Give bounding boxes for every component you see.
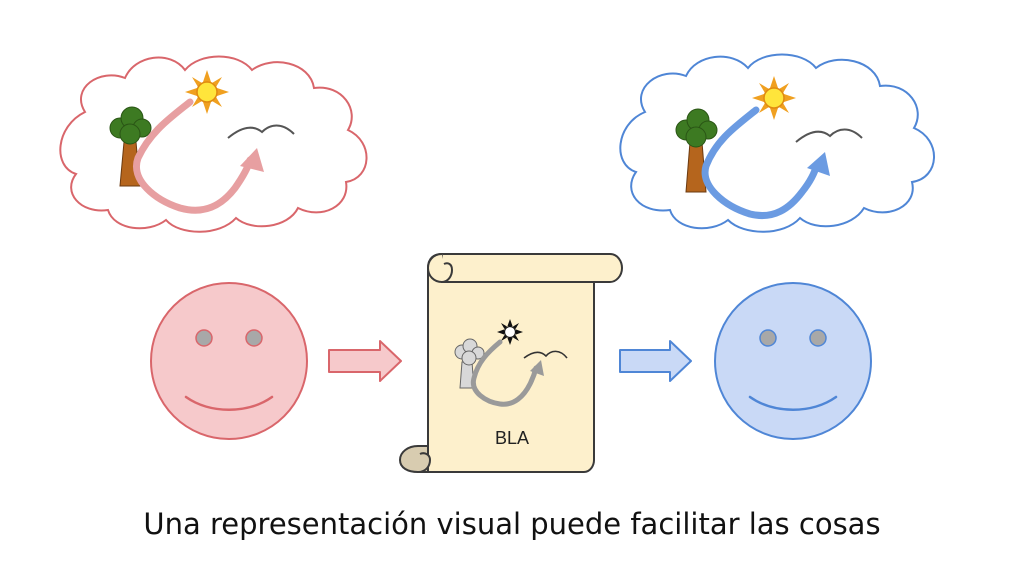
bird-icon bbox=[795, 128, 863, 143]
curved-arrow-head bbox=[807, 152, 830, 176]
tree-icon bbox=[109, 106, 152, 187]
smile bbox=[748, 395, 838, 411]
tree-icon bbox=[675, 108, 718, 193]
communication-diagram: BLA bbox=[59, 53, 935, 473]
grey-sketch bbox=[454, 319, 568, 407]
sender-thought-cloud bbox=[59, 55, 368, 233]
caption: Una representación visual puede facilita… bbox=[143, 507, 881, 541]
bird-icon bbox=[523, 350, 568, 359]
smile bbox=[184, 395, 274, 411]
send-block-arrow bbox=[328, 340, 402, 382]
curved-arrow bbox=[470, 339, 539, 407]
right-eye bbox=[809, 329, 827, 347]
sun-icon bbox=[752, 76, 796, 120]
curved-arrow-head bbox=[240, 148, 264, 172]
bird-icon bbox=[227, 124, 295, 139]
sun-icon bbox=[185, 70, 229, 114]
receiver-thought-cloud bbox=[619, 53, 935, 233]
sun-icon bbox=[497, 319, 523, 345]
curved-arrow bbox=[133, 98, 254, 214]
scroll-label: BLA bbox=[495, 428, 529, 448]
tree-icon bbox=[454, 338, 485, 389]
receive-block-arrow bbox=[619, 340, 692, 382]
scroll-icon: BLA bbox=[398, 252, 624, 473]
left-eye bbox=[195, 329, 213, 347]
curved-arrow-head bbox=[530, 360, 544, 376]
right-eye bbox=[245, 329, 263, 347]
left-eye bbox=[759, 329, 777, 347]
receiver-smiley-face bbox=[714, 282, 872, 440]
curved-arrow bbox=[701, 106, 821, 219]
sender-smiley-face bbox=[150, 282, 308, 440]
